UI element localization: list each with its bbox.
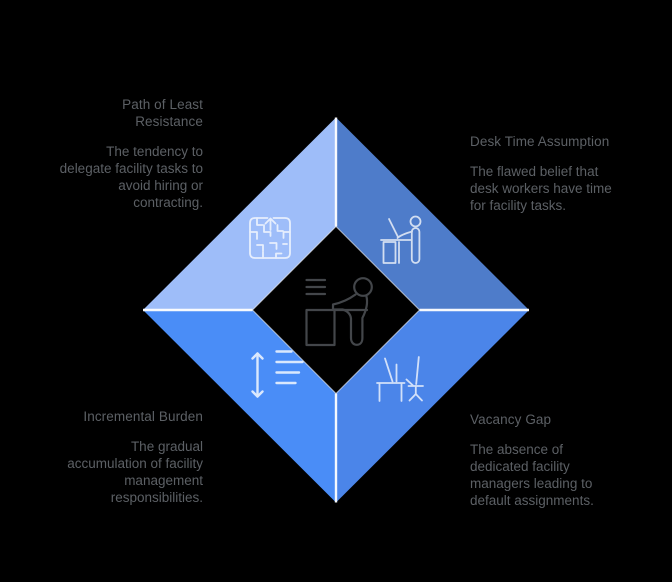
quadrant-description: The flawed belief that desk workers have… [470, 164, 612, 213]
quadrant-label-bottom-right: Vacancy Gap The absence of dedicated fac… [470, 411, 670, 509]
quadrant-title: Vacancy Gap [470, 412, 552, 427]
segment-top-left [143, 117, 336, 310]
quadrant-title: Path of Least Resistance [122, 97, 203, 129]
quadrant-description: The absence of dedicated facility manage… [470, 442, 594, 508]
quadrant-label-bottom-left: Incremental Burden The gradual accumulat… [12, 408, 203, 506]
quadrant-label-top-left: Path of Least Resistance The tendency to… [28, 96, 203, 211]
segment-bottom-left [143, 310, 336, 503]
quadrant-description: The tendency to delegate facility tasks … [59, 144, 203, 210]
quadrant-title: Incremental Burden [83, 409, 203, 424]
quadrant-label-top-right: Desk Time Assumption The flawed belief t… [470, 133, 660, 214]
quadrant-title: Desk Time Assumption [470, 134, 610, 149]
person-standing-desk-icon [380, 215, 422, 264]
inner-diamond-edge [251, 225, 421, 395]
maze-arrow-icon [249, 217, 291, 259]
vacant-desk-chair-icon [376, 356, 424, 402]
quadrant-description: The gradual accumulation of facility man… [67, 439, 203, 505]
expanding-list-icon [251, 350, 304, 398]
person-at-service-desk-icon [305, 277, 373, 347]
